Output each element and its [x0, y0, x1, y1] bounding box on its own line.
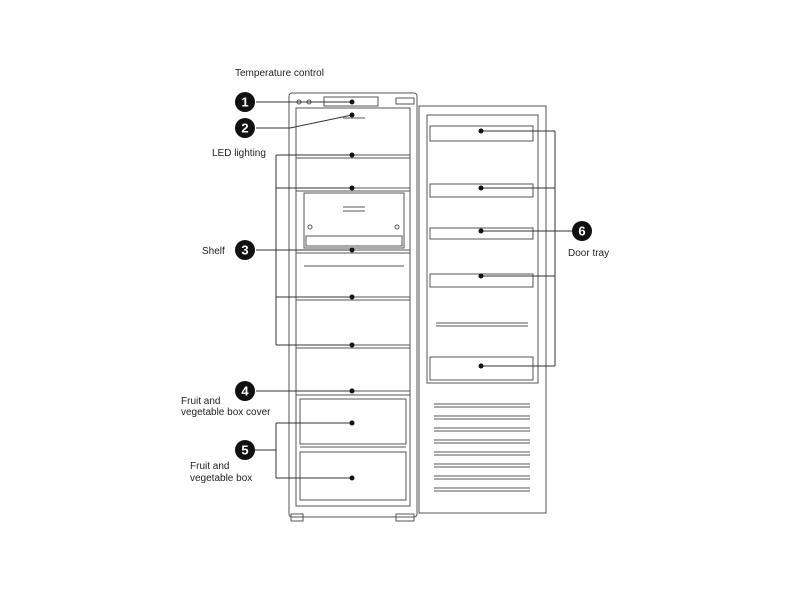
callout-number-3: 3 — [241, 243, 248, 258]
air-unit — [303, 192, 405, 249]
leader-lines — [256, 101, 572, 479]
cabinet-inner — [295, 107, 411, 507]
crisper-lower — [299, 451, 407, 501]
callout-number-1: 1 — [241, 95, 248, 110]
label-box-cover-line1: Fruit and — [181, 396, 221, 407]
crisper-upper — [299, 398, 407, 445]
label-temperature-control: Temperature control — [235, 68, 324, 79]
callout-badge-1 — [235, 92, 255, 112]
cabinet-outline — [288, 92, 418, 518]
door-tray-2 — [429, 183, 534, 198]
door-tray-5 — [429, 356, 534, 381]
label-shelf: Shelf — [202, 246, 225, 257]
label-box-line1: Fruit and — [190, 461, 230, 472]
label-box-cover-line2: vegetable box cover — [181, 407, 271, 418]
door-tray-3 — [429, 227, 534, 240]
callout-badge-4 — [235, 381, 255, 401]
door-inner — [426, 114, 539, 384]
callout-number-2: 2 — [241, 121, 248, 136]
callout-number-4: 4 — [241, 384, 249, 399]
callout-number-5: 5 — [241, 443, 248, 458]
label-box-line2: vegetable box — [190, 473, 253, 484]
callout-badge-3 — [235, 240, 255, 260]
callout-badge-2 — [235, 118, 255, 138]
leader-dots — [349, 99, 484, 481]
callout-badge-6 — [572, 221, 592, 241]
callout-badges: 1 2 3 4 5 6 — [235, 92, 592, 460]
label-led-lighting: LED lighting — [212, 148, 266, 159]
vent-grille — [434, 403, 530, 492]
label-door-tray: Door tray — [568, 248, 610, 259]
door-tray-1 — [429, 125, 534, 142]
callout-number-6: 6 — [578, 224, 585, 239]
callout-badge-5 — [235, 440, 255, 460]
door-outline — [418, 105, 547, 514]
